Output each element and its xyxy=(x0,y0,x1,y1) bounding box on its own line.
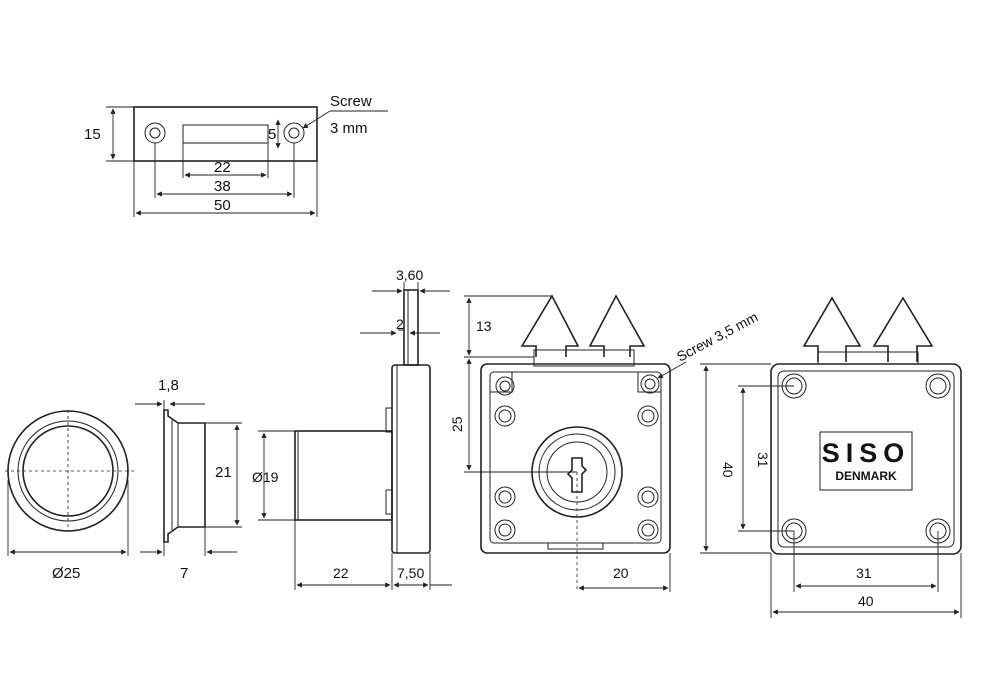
dim-bolt-offset: 2 xyxy=(396,316,404,332)
screw-hole-icon xyxy=(637,486,659,508)
screw-3-5-label: Screw 3,5 mm xyxy=(674,309,761,365)
dim-cylinder-diameter: Ø19 xyxy=(252,469,279,485)
side-ring-view: 1,8 21 7 xyxy=(135,377,242,582)
dim-front-ring-diameter: Ø25 xyxy=(52,565,80,582)
dim-strike-height: 15 xyxy=(84,126,101,143)
screw-hole-icon xyxy=(925,373,951,399)
side-ring-outline xyxy=(163,409,206,543)
screw-hole-icon xyxy=(494,486,516,508)
dim-bolt-width: 3,60 xyxy=(396,267,423,283)
screw-label-line2: 3 mm xyxy=(330,120,368,137)
dim-ring-depth: 7 xyxy=(180,565,188,582)
screw-hole-icon xyxy=(637,405,659,427)
screw-hole-icon xyxy=(494,405,516,427)
screw-hole-icon xyxy=(283,122,305,144)
dim-ring-height: 21 xyxy=(215,464,232,481)
screw-hole-icon xyxy=(495,376,515,396)
dim-ring-flange: 1,8 xyxy=(158,377,179,394)
bolt-tooth-left xyxy=(802,296,862,362)
strike-plate-outline xyxy=(133,106,318,162)
dim-body-depth: 7,50 xyxy=(397,565,424,581)
lock-side-view: 3,60 2 Ø19 22 7,50 xyxy=(252,267,452,590)
dim-back-hole-h: 31 xyxy=(856,565,872,581)
lock-front-view: 13 25 20 Screw 3,5 mm xyxy=(449,294,761,592)
strike-plate-slot xyxy=(182,124,269,144)
lock-case-front xyxy=(480,363,671,554)
bolt-tooth-right xyxy=(588,294,646,357)
dim-total-width: 50 xyxy=(214,197,231,214)
bolt-side xyxy=(403,289,419,366)
cylinder-body xyxy=(294,430,393,521)
dim-back-height: 40 xyxy=(720,462,736,478)
dim-slot-height: 5 xyxy=(268,126,276,143)
brand-logo: SISO xyxy=(822,438,911,468)
dim-back-width: 40 xyxy=(858,593,874,609)
screw-hole-icon xyxy=(637,519,659,541)
screw-hole-icon xyxy=(494,519,516,541)
front-ring-view: Ø25 xyxy=(5,410,135,582)
screw-hole-icon xyxy=(144,122,166,144)
brand-subtitle: DENMARK xyxy=(835,469,897,483)
lock-back-view: SISO DENMARK 40 31 31 40 xyxy=(700,296,962,618)
dim-back-hole-v: 31 xyxy=(755,452,771,468)
dim-cylinder-length: 22 xyxy=(333,565,349,581)
dim-center-to-edge: 20 xyxy=(613,565,629,581)
screw-hole-icon xyxy=(640,374,660,394)
dim-key-center: 25 xyxy=(449,416,465,432)
screw-label-line1: Screw xyxy=(330,93,372,110)
brand-plate xyxy=(819,431,913,491)
lock-case-side xyxy=(391,364,431,554)
dim-hole-spacing: 38 xyxy=(214,178,231,195)
dim-bolt-height: 13 xyxy=(476,318,492,334)
bolt-tooth-right xyxy=(872,296,934,362)
bolt-tooth-left xyxy=(520,294,580,357)
dim-slot-width: 22 xyxy=(214,159,231,176)
lock-case-back xyxy=(770,363,962,555)
strike-plate: 15 5 22 38 50 Screw 3 mm xyxy=(84,93,388,217)
